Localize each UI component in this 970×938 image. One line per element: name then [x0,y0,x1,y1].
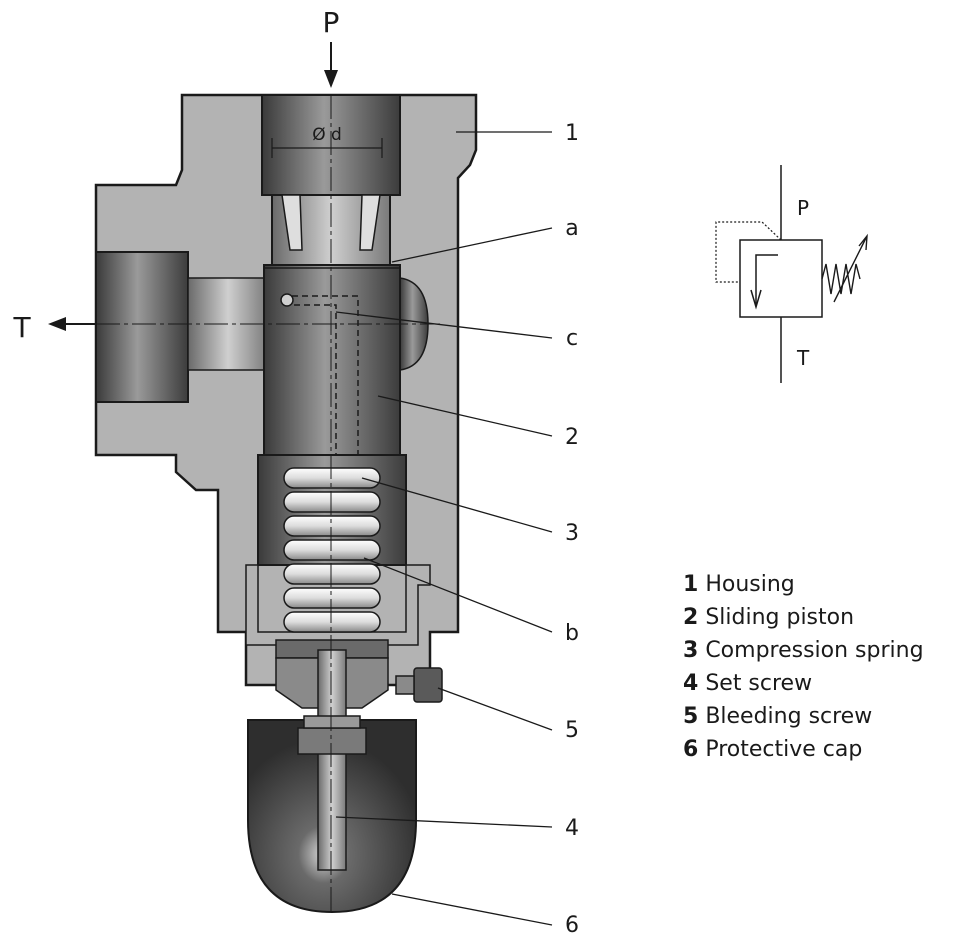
piston-orifice [280,293,294,307]
piston-drill-hidden [292,295,359,455]
dimension-label: Ø d [312,125,342,145]
callout-5: 5 [565,718,579,743]
callout-6: 6 [565,913,579,938]
lock-nut [297,727,367,755]
port-t-arrow-icon [48,317,66,331]
seat-fingers-left [281,194,303,251]
callout-4: 4 [565,816,579,841]
compression-spring [283,467,381,633]
callout-a: a [565,216,578,241]
tank-port-outer [95,251,189,403]
leader-lines [335,131,553,926]
callout-c: c [566,326,578,351]
port-p-arrow-icon [324,70,338,88]
sliding-piston [263,264,401,456]
callout-1: 1 [565,121,579,146]
bleeding-screw [413,667,443,703]
set-screw [317,649,347,871]
hydraulic-symbol [715,165,868,383]
bleeding-screw-shank [395,675,415,695]
symbol-t-label: T [796,346,810,370]
callout-3: 3 [565,521,579,546]
lock-nut-washer [303,715,361,729]
seat-fingers-right [359,194,381,251]
callout-2: 2 [565,425,579,450]
port-p-label: P [323,6,340,39]
callout-b: b [565,621,579,646]
port-t-label: T [12,311,31,344]
symbol-p-label: P [797,196,809,220]
